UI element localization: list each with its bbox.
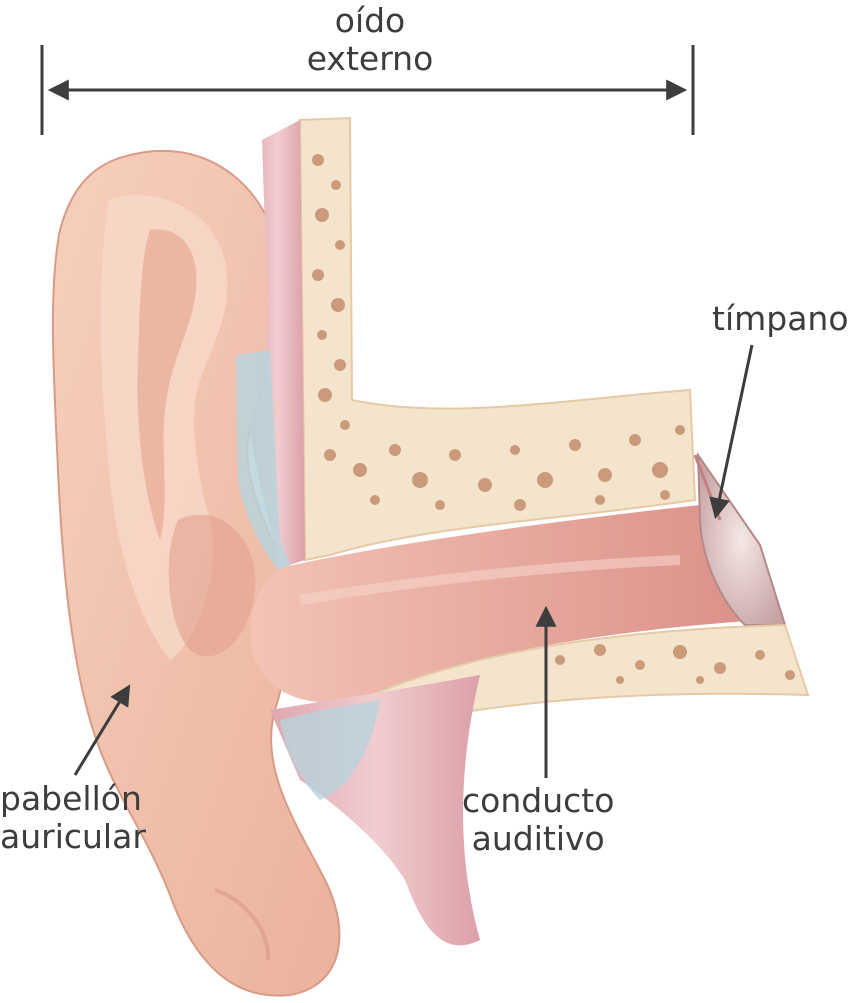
- soft-tissue-lower: [270, 675, 480, 946]
- ear-canal-label: conducto auditivo: [462, 781, 615, 858]
- outer-ear-span-bracket: [40, 45, 695, 135]
- temporal-bone-upper: [298, 116, 697, 562]
- pinna-pointer: [73, 684, 131, 776]
- soft-tissue-upper: [236, 120, 305, 575]
- pinna-label: pabellón auricular: [0, 779, 146, 856]
- eardrum-label: tímpano: [712, 299, 849, 338]
- eardrum-pointer: [709, 344, 754, 520]
- label-pointers: [73, 344, 754, 778]
- outer-ear-label: oído externo: [306, 1, 434, 78]
- ear-canal-shape: [250, 505, 761, 703]
